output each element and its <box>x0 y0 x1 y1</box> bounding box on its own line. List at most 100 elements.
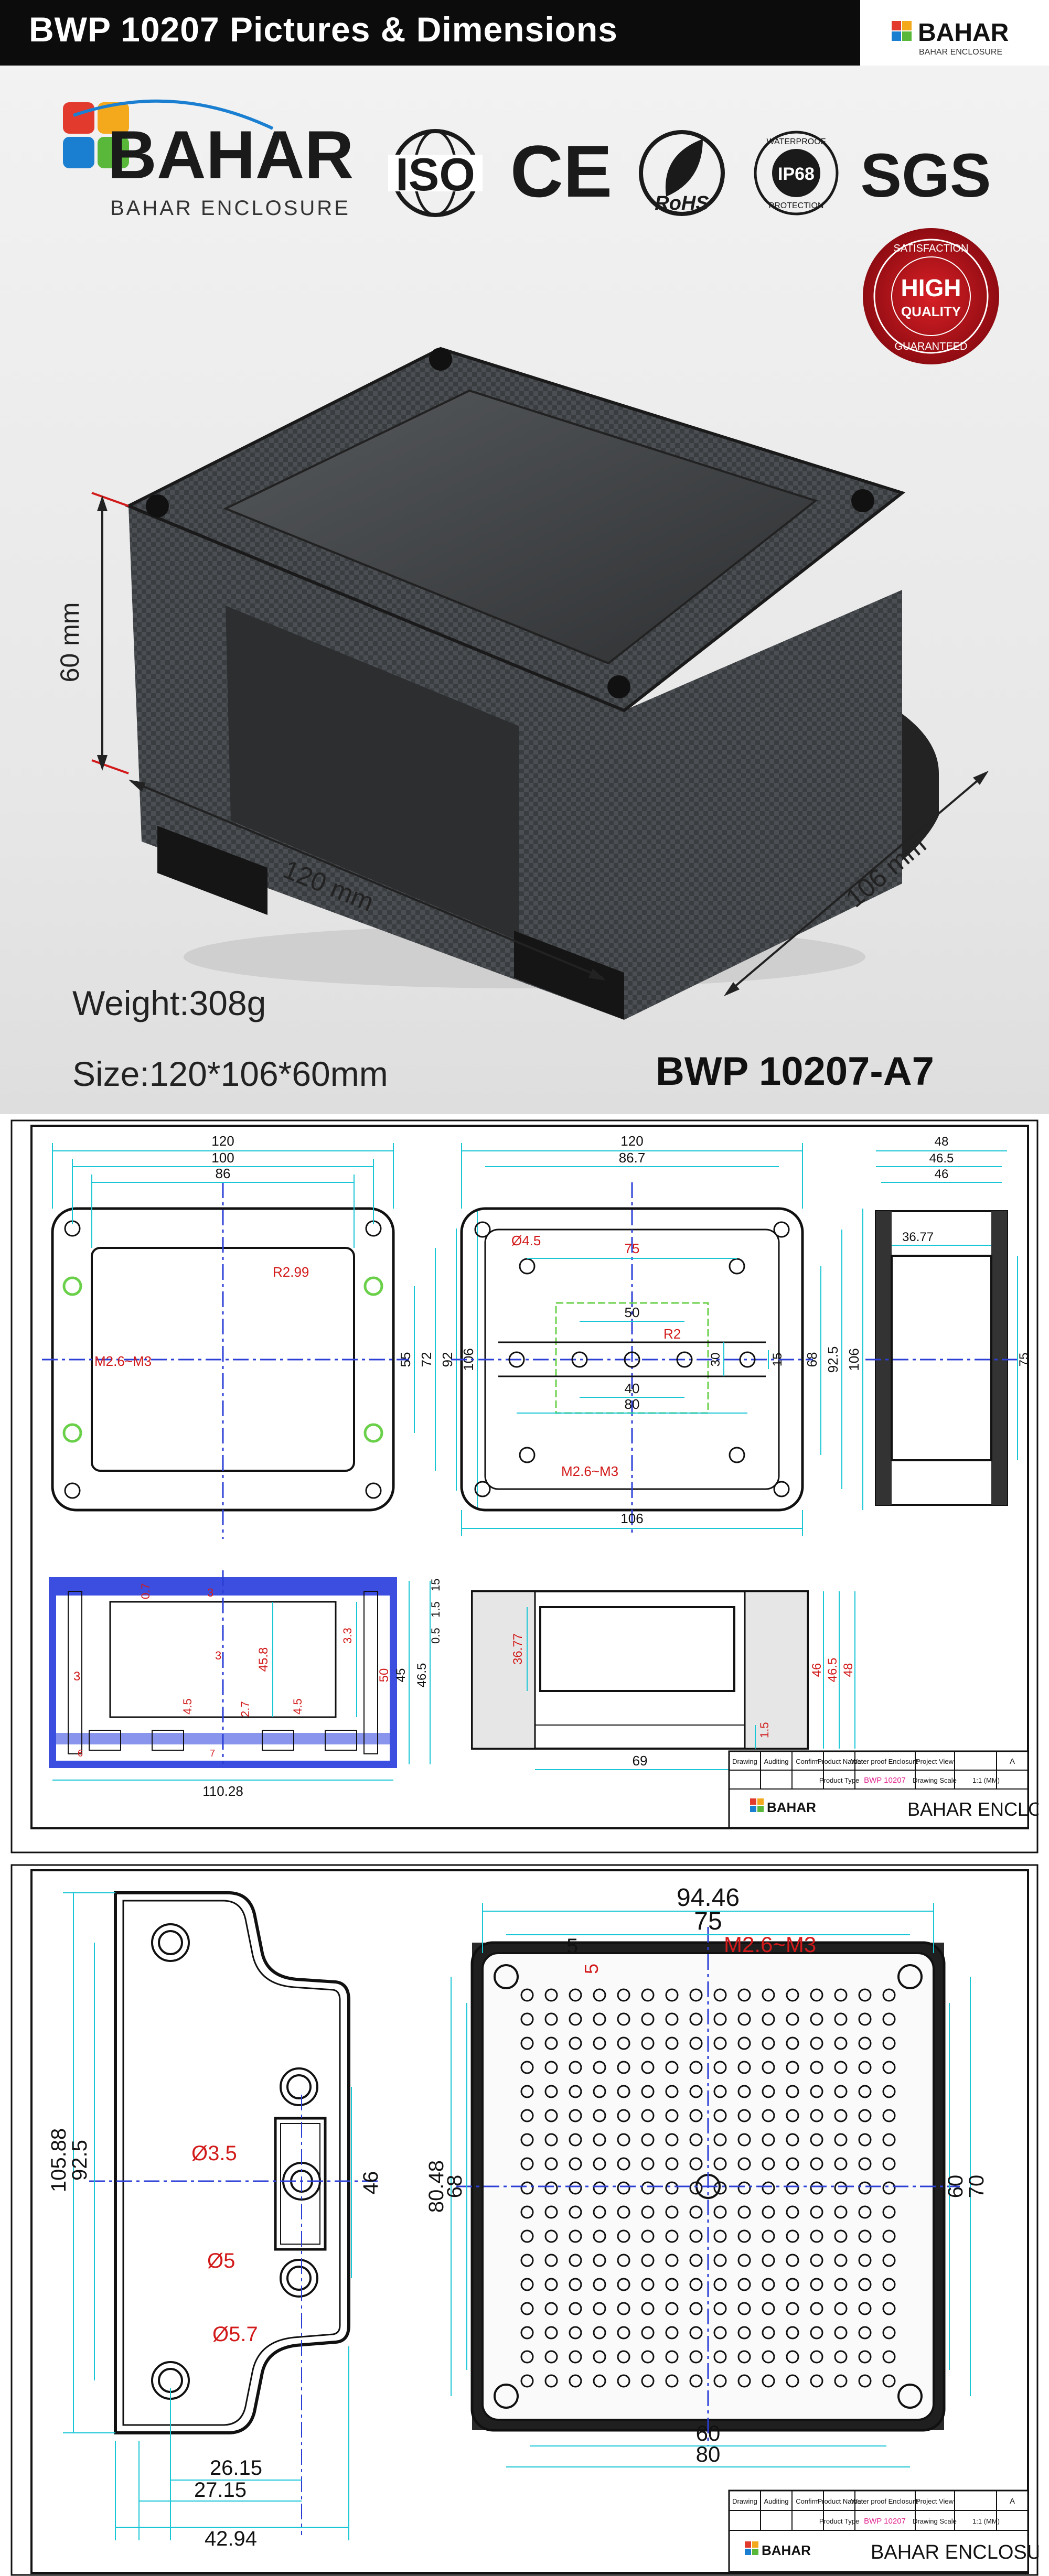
vent-hole <box>713 2133 727 2147</box>
vent-hole <box>665 2205 679 2219</box>
vent-hole <box>569 2036 582 2050</box>
svg-text:4.5: 4.5 <box>181 1698 194 1715</box>
svg-text:Drawing: Drawing <box>732 2497 757 2505</box>
svg-text:IP68: IP68 <box>778 164 815 184</box>
vent-hole <box>762 2205 775 2219</box>
vent-hole <box>544 2061 558 2074</box>
vent-hole <box>689 2061 703 2074</box>
vent-hole <box>617 2157 630 2171</box>
svg-text:Project View: Project View <box>916 2497 954 2505</box>
vent-hole <box>520 2229 534 2243</box>
vent-hole <box>689 2036 703 2050</box>
model-number: BWP 10207-A7 <box>656 1049 934 1094</box>
vent-hole <box>544 2374 558 2388</box>
vent-hole <box>858 2374 872 2388</box>
vent-hole <box>689 2326 703 2340</box>
vent-hole <box>762 2350 775 2364</box>
vent-hole <box>858 2181 872 2195</box>
vent-hole <box>593 2350 606 2364</box>
vent-hole <box>641 2085 655 2098</box>
svg-text:26.15: 26.15 <box>210 2456 262 2480</box>
svg-text:3: 3 <box>207 1586 213 1599</box>
vent-hole <box>665 2109 679 2122</box>
vent-hole <box>834 2350 848 2364</box>
hero-graphics: BAHAR BAHAR ENCLOSURE ISO CE RoHS WATERP… <box>55 99 999 1020</box>
vent-hole <box>762 2109 775 2122</box>
vent-hole <box>617 2181 630 2195</box>
header-bar <box>0 0 860 66</box>
vent-hole <box>737 2278 751 2291</box>
svg-text:106: 106 <box>846 1348 862 1371</box>
cert-rohs-logo: RoHS <box>639 130 725 216</box>
vent-hole <box>762 2229 775 2243</box>
enclosure-product-image[interactable] <box>124 347 939 1020</box>
svg-text:30: 30 <box>709 1353 723 1367</box>
vent-hole <box>713 2036 727 2050</box>
vent-hole <box>858 2326 872 2340</box>
vent-hole <box>593 2205 606 2219</box>
vent-hole <box>786 2036 799 2050</box>
vent-hole <box>810 2012 823 2026</box>
svg-text:Product Name: Product Name <box>817 1758 861 1765</box>
vent-hole <box>834 2133 848 2147</box>
vent-hole <box>834 2326 848 2340</box>
vent-hole <box>617 2326 630 2340</box>
svg-text:27.15: 27.15 <box>194 2478 247 2502</box>
vent-hole <box>834 2374 848 2388</box>
vent-hole <box>713 2181 727 2195</box>
vent-hole <box>858 2061 872 2074</box>
svg-text:46.5: 46.5 <box>415 1663 429 1688</box>
vent-hole <box>617 2133 630 2147</box>
vent-hole <box>569 2254 582 2267</box>
vent-hole <box>665 2133 679 2147</box>
technical-drawing-sheet-1[interactable]: 120 100 86 R2.99 M2.6~M3 55 72 92 106 <box>10 1119 1039 1853</box>
vent-hole <box>810 2109 823 2122</box>
vent-hole <box>593 2374 606 2388</box>
vent-hole <box>762 2085 775 2098</box>
svg-text:50: 50 <box>625 1305 640 1320</box>
bottom-view: 94.46 75 5 5 M2.6~M3 80.48 68 60 70 60 8… <box>425 1884 988 2467</box>
vent-hole <box>544 2109 558 2122</box>
svg-text:106: 106 <box>620 1511 643 1526</box>
vent-hole <box>810 2181 823 2195</box>
svg-text:Confirm: Confirm <box>796 2497 820 2505</box>
technical-drawing-sheet-2[interactable]: 105.88 92.5 Ø3.5 Ø5 Ø5.7 46 26.15 27.15 … <box>10 1864 1039 2576</box>
svg-text:HIGH: HIGH <box>901 274 961 301</box>
vent-hole <box>737 2181 751 2195</box>
vent-hole <box>810 2133 823 2147</box>
logo-square-red-icon <box>892 21 901 30</box>
cert-sgs-logo: SGS <box>860 141 991 210</box>
vent-hole <box>810 2157 823 2171</box>
vent-hole <box>882 2229 896 2243</box>
vent-hole <box>737 2036 751 2050</box>
vent-hole <box>569 2302 582 2315</box>
vent-hole <box>689 2109 703 2122</box>
cert-ip68-logo: WATERPROOF IP68 PROTECTION <box>754 131 839 215</box>
svg-text:Water proof Enclosure: Water proof Enclosure <box>851 2497 919 2505</box>
header-logo[interactable]: BAHAR BAHAR ENCLOSURE <box>860 0 1049 66</box>
vent-hole <box>593 2012 606 2026</box>
svg-text:70: 70 <box>965 2175 988 2198</box>
vent-hole <box>641 1988 655 2002</box>
vent-hole <box>641 2302 655 2315</box>
vent-hole <box>786 2181 799 2195</box>
vent-hole <box>786 2205 799 2219</box>
bracket-view: 105.88 92.5 Ø3.5 Ø5 Ø5.7 46 26.15 27.15 … <box>47 1891 382 2550</box>
svg-text:1:1 (MM): 1:1 (MM) <box>972 1776 1000 1784</box>
vent-hole <box>834 2278 848 2291</box>
section-view: 0.7 3 3.3 45.8 3 3 4.5 2.7 4.5 50 15 1.5… <box>49 1570 442 1799</box>
vent-hole <box>593 2133 606 2147</box>
svg-text:60: 60 <box>696 2421 721 2445</box>
header: BWP 10207 Pictures & Dimensions BAHAR BA… <box>0 0 1049 66</box>
vent-hole <box>544 2205 558 2219</box>
cert-ce-logo: CE <box>510 130 612 212</box>
svg-text:5: 5 <box>566 1935 578 1958</box>
vent-hole <box>858 2350 872 2364</box>
svg-text:86: 86 <box>216 1166 231 1181</box>
vent-hole <box>834 2205 848 2219</box>
vent-hole <box>858 2085 872 2098</box>
vent-hole <box>810 2061 823 2074</box>
svg-text:105.88: 105.88 <box>47 2128 70 2192</box>
vent-hole <box>569 2350 582 2364</box>
svg-text:46: 46 <box>359 2171 382 2195</box>
